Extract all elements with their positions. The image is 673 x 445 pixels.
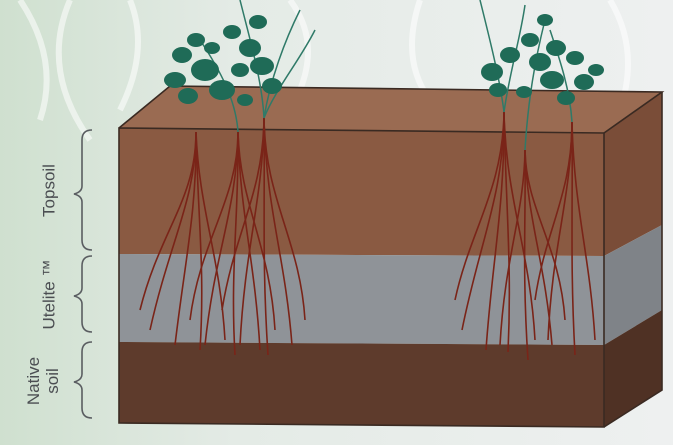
utelite-label: Utelite ™ xyxy=(40,250,59,340)
native-soil-label: Native soil xyxy=(24,346,62,416)
native-soil-layer xyxy=(119,342,604,427)
native-soil-label-line1: Native xyxy=(24,346,43,416)
topsoil-label: Topsoil xyxy=(40,151,59,231)
block-top-face xyxy=(119,86,662,133)
native-soil-label-line2: soil xyxy=(43,346,62,416)
